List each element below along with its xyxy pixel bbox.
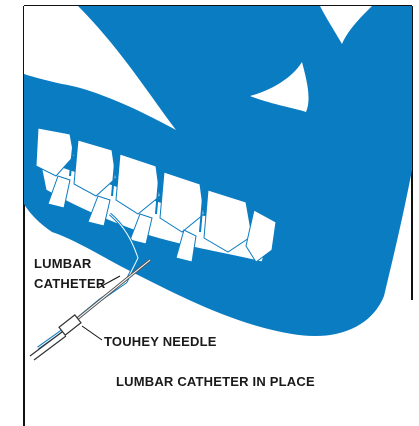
needle-tail xyxy=(30,332,62,356)
figure-caption: LUMBAR CATHETER IN PLACE xyxy=(116,374,315,389)
lumbar-catheter-label-line1: LUMBAR xyxy=(34,256,92,271)
touhey-needle-label: TOUHEY NEEDLE xyxy=(104,334,217,349)
needle-hub xyxy=(59,315,81,335)
lumbar-catheter-label-line2: CATHETER xyxy=(34,276,105,291)
touhey-leader-line xyxy=(82,326,102,340)
